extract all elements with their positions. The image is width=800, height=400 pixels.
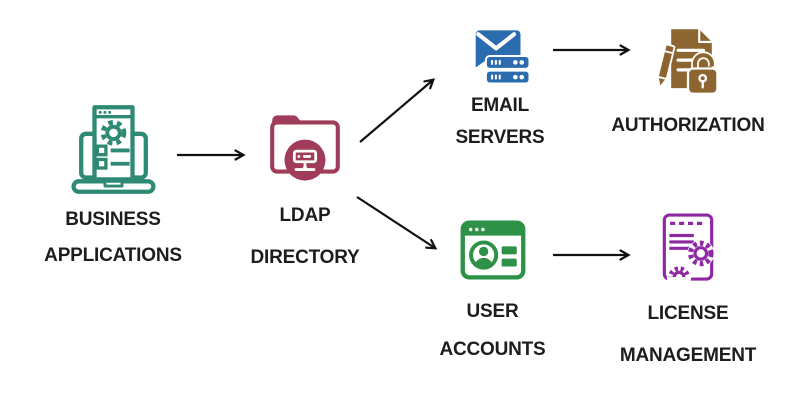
node-label-line: SERVERS [455, 127, 545, 148]
node-label-line: ACCOUNTS [439, 339, 546, 360]
mail-server-icon [425, 24, 575, 88]
node-ldap-directory: LDAP DIRECTORY [230, 106, 380, 272]
node-business-applications: BUSINESS APPLICATIONS [28, 100, 198, 270]
arrow-ldap-to-user [356, 196, 438, 250]
document-pencil-lock-icon [593, 26, 783, 104]
node-email-servers: EMAIL SERVERS [425, 24, 575, 152]
node-label-line: EMAIL [470, 95, 530, 116]
node-label-line: BUSINESS [65, 209, 161, 230]
node-label-line: USER [466, 301, 519, 322]
node-label-line: LICENSE [647, 303, 729, 324]
node-license-management: LICENSE MANAGEMENT [598, 210, 778, 370]
node-label-line: DIRECTORY [250, 247, 360, 268]
node-authorization: AUTHORIZATION [593, 26, 783, 140]
node-user-accounts: USER ACCOUNTS [415, 212, 570, 364]
folder-server-icon [230, 106, 380, 188]
node-label-line: AUTHORIZATION [611, 115, 765, 136]
node-label-line: MANAGEMENT [619, 345, 757, 366]
arrow-ldap-to-email [359, 78, 436, 143]
document-gears-icon [598, 210, 778, 286]
laptop-apps-icon [28, 100, 198, 198]
node-label-line: LDAP [279, 205, 331, 226]
id-card-window-icon [415, 212, 570, 288]
node-label-line: APPLICATIONS [44, 245, 182, 266]
